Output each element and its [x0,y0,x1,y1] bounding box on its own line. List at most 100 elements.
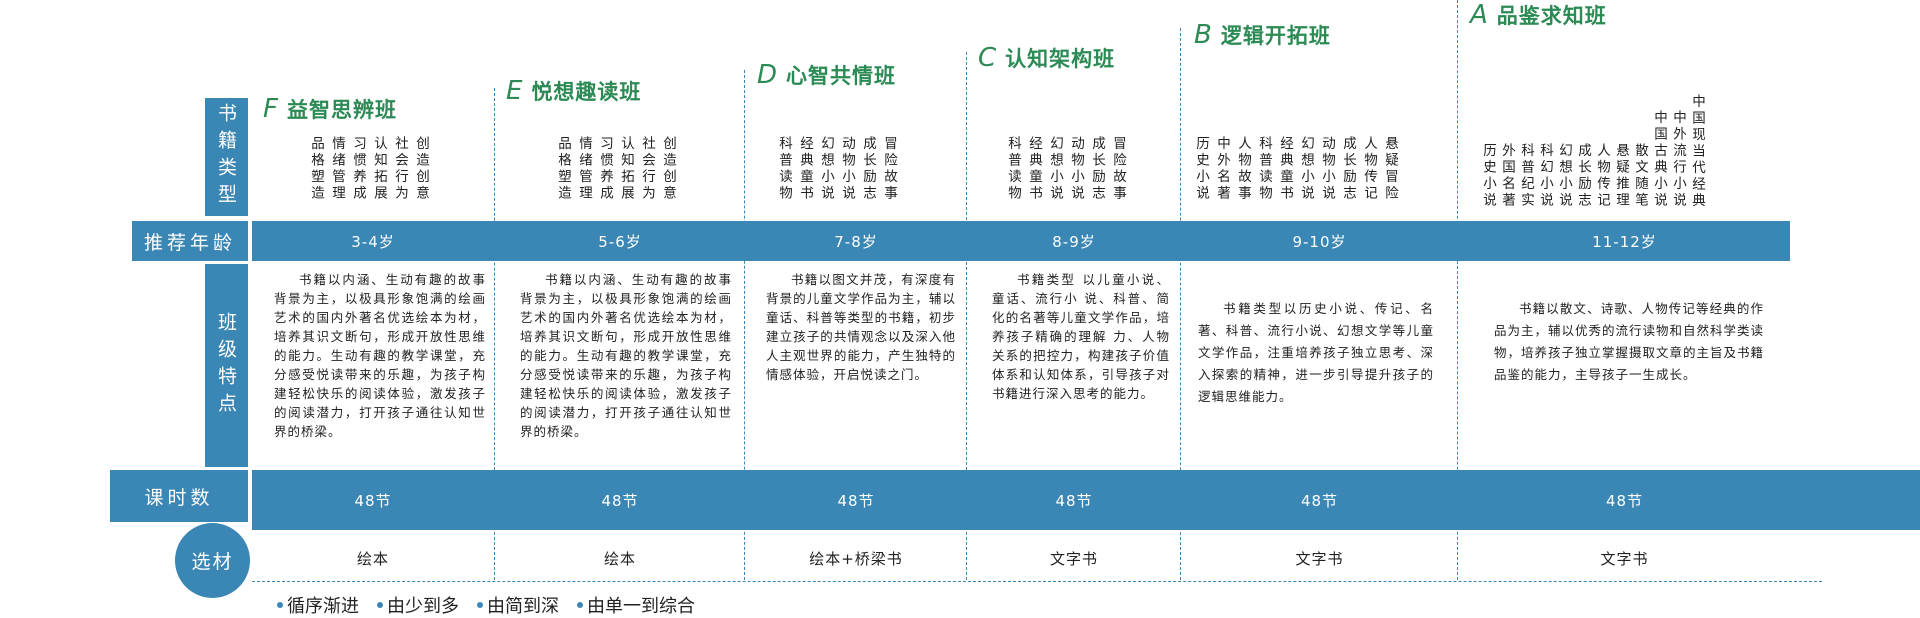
book-types-f: 品格塑造 情绪管理 习惯养成 认知拓展 社会行为 创造创意 [308,136,429,202]
description-f: 书籍以内涵、生动有趣的故事背景为主，以极具形象饱满的绘画艺术的国内外著名优选绘本… [274,272,486,439]
class-letter-c: C [978,43,998,73]
class-letter-e: E [506,76,524,106]
description-e: 书籍以内涵、生动有趣的故事背景为主，以极具形象饱满的绘画艺术的国内外著名优选绘本… [520,272,732,439]
class-letter-b: B [1194,20,1213,50]
class-name-a: 品鉴求知班 [1496,4,1607,28]
book-type: 创造创意 [660,136,676,202]
hours-a: 48节 [1605,491,1644,510]
row-label-features: 班级特点 [205,264,248,467]
book-type: 成长励志 [860,136,876,202]
book-type: 科普读物 [1005,136,1021,202]
age-e: 5-6岁 [598,232,642,251]
bullet-dot-icon [477,602,483,608]
book-type: 动物小说 [839,136,855,202]
separator-5 [1457,0,1458,580]
book-type: 认知拓展 [618,136,634,202]
book-type: 经典童书 [797,136,813,202]
class-name-c: 认知架构班 [1005,47,1116,71]
principle-text: 由单一到综合 [587,596,695,617]
book-type: 习惯养成 [597,136,613,202]
row-label-material-text: 选材 [191,551,234,573]
book-type: 社会行为 [639,136,655,202]
book-type: 外国名著 [1499,143,1515,209]
material-b: 文字书 [1295,549,1344,568]
book-type: 成长励志 [1089,136,1105,202]
book-types-c: 科普读物 经典童书 幻想小说 动物小说 成长励志 冒险故事 [1005,136,1126,202]
book-type: 冒险故事 [1110,136,1126,202]
row-label-features-text: 班级特点 [215,311,237,420]
book-type: 科普读物 [1256,136,1272,202]
book-type: 科普读物 [776,136,792,202]
book-type: 悬疑推理 [1613,143,1629,209]
book-type: 人物故事 [1235,136,1251,202]
age-band [252,221,1790,261]
book-type: 经典童书 [1277,136,1293,202]
separator-4 [1180,28,1181,580]
material-a: 文字书 [1600,549,1649,568]
row-label-age: 推荐年龄 [132,221,248,261]
material-c: 文字书 [1049,549,1098,568]
book-type: 创造创意 [413,136,429,202]
book-type: 中国现当代经典 [1689,93,1705,210]
age-f: 3-4岁 [351,232,395,251]
class-letter-d: D [757,60,779,90]
book-types-d: 科普读物 经典童书 幻想小说 动物小说 成长励志 冒险故事 [776,136,897,202]
book-types-e: 品格塑造 情绪管理 习惯养成 认知拓展 社会行为 创造创意 [555,136,676,202]
age-c: 8-9岁 [1052,232,1096,251]
class-title-f: F 益智思辨班 [263,94,397,124]
book-type: 中外名著 [1214,136,1230,202]
separator-3 [966,52,967,580]
description-a: 书籍以散文、诗歌、人物传记等经典的作品为主，辅以优秀的流行读物和自然科学类读物，… [1494,301,1765,382]
book-type: 幻想小说 [1556,143,1572,209]
class-letter-a: A [1470,0,1489,30]
hours-band [252,470,1920,530]
book-types-b: 历史小说 中外名著 人物故事 科普读物 经典童书 幻想小说 动物小说 成长励志 … [1193,136,1398,202]
book-type: 幻想小说 [818,136,834,202]
book-type: 中国古典小说 [1651,110,1667,209]
description-c: 书籍类型 以儿童小说、童话、流行小 说、科普、简化的名著等儿童文学作品，培养孩子… [992,272,1170,401]
book-type: 品格塑造 [555,136,571,202]
class-name-b: 逻辑开拓班 [1220,24,1331,48]
hours-d: 48节 [837,491,875,510]
principle-item: 循序渐进 [277,592,359,618]
class-title-c: C 认知架构班 [978,43,1115,73]
class-letter-f: F [263,94,279,124]
hours-f: 48节 [354,491,392,510]
material-d: 绘本+桥梁书 [809,549,903,568]
book-type: 悬疑冒险 [1382,136,1398,202]
hours-c: 48节 [1055,491,1093,510]
class-title-a: A 品鉴求知班 [1470,0,1607,30]
book-type: 科普纪实 [1518,143,1534,209]
principle-item: 由少到多 [377,592,459,618]
book-type: 中外流行小说 [1670,110,1686,209]
row-label-material: 选材 [175,523,250,598]
book-type: 历史小说 [1193,136,1209,202]
book-type: 幻想小说 [1047,136,1063,202]
book-type: 动物小说 [1068,136,1084,202]
hours-e: 48节 [601,491,639,510]
age-a: 11-12岁 [1592,232,1657,251]
book-type: 情绪管理 [576,136,592,202]
description-d: 书籍以图文并茂，有深度有背景的儿童文学作品为主，辅以童话、科普等类型的书籍，初步… [766,272,956,382]
class-name-f: 益智思辨班 [286,98,397,122]
book-type: 幻想小说 [1298,136,1314,202]
principles: 循序渐进 由少到多 由简到深 由单一到综合 [277,592,713,618]
book-type: 成长励志 [1575,143,1591,209]
book-type: 科幻小说 [1537,143,1553,209]
bullet-dot-icon [277,602,283,608]
bullet-dot-icon [577,602,583,608]
material-f: 绘本 [356,549,389,568]
row-label-book-types: 书籍类型 [205,98,248,216]
book-type: 人物传记 [1361,136,1377,202]
principle-text: 循序渐进 [287,596,359,617]
book-type: 冒险故事 [881,136,897,202]
principle-item: 由单一到综合 [577,592,695,618]
bullet-dot-icon [377,602,383,608]
separator-2 [744,70,745,580]
book-type: 品格塑造 [308,136,324,202]
book-type: 认知拓展 [371,136,387,202]
book-type: 散文随笔 [1632,143,1648,209]
book-type: 情绪管理 [329,136,345,202]
